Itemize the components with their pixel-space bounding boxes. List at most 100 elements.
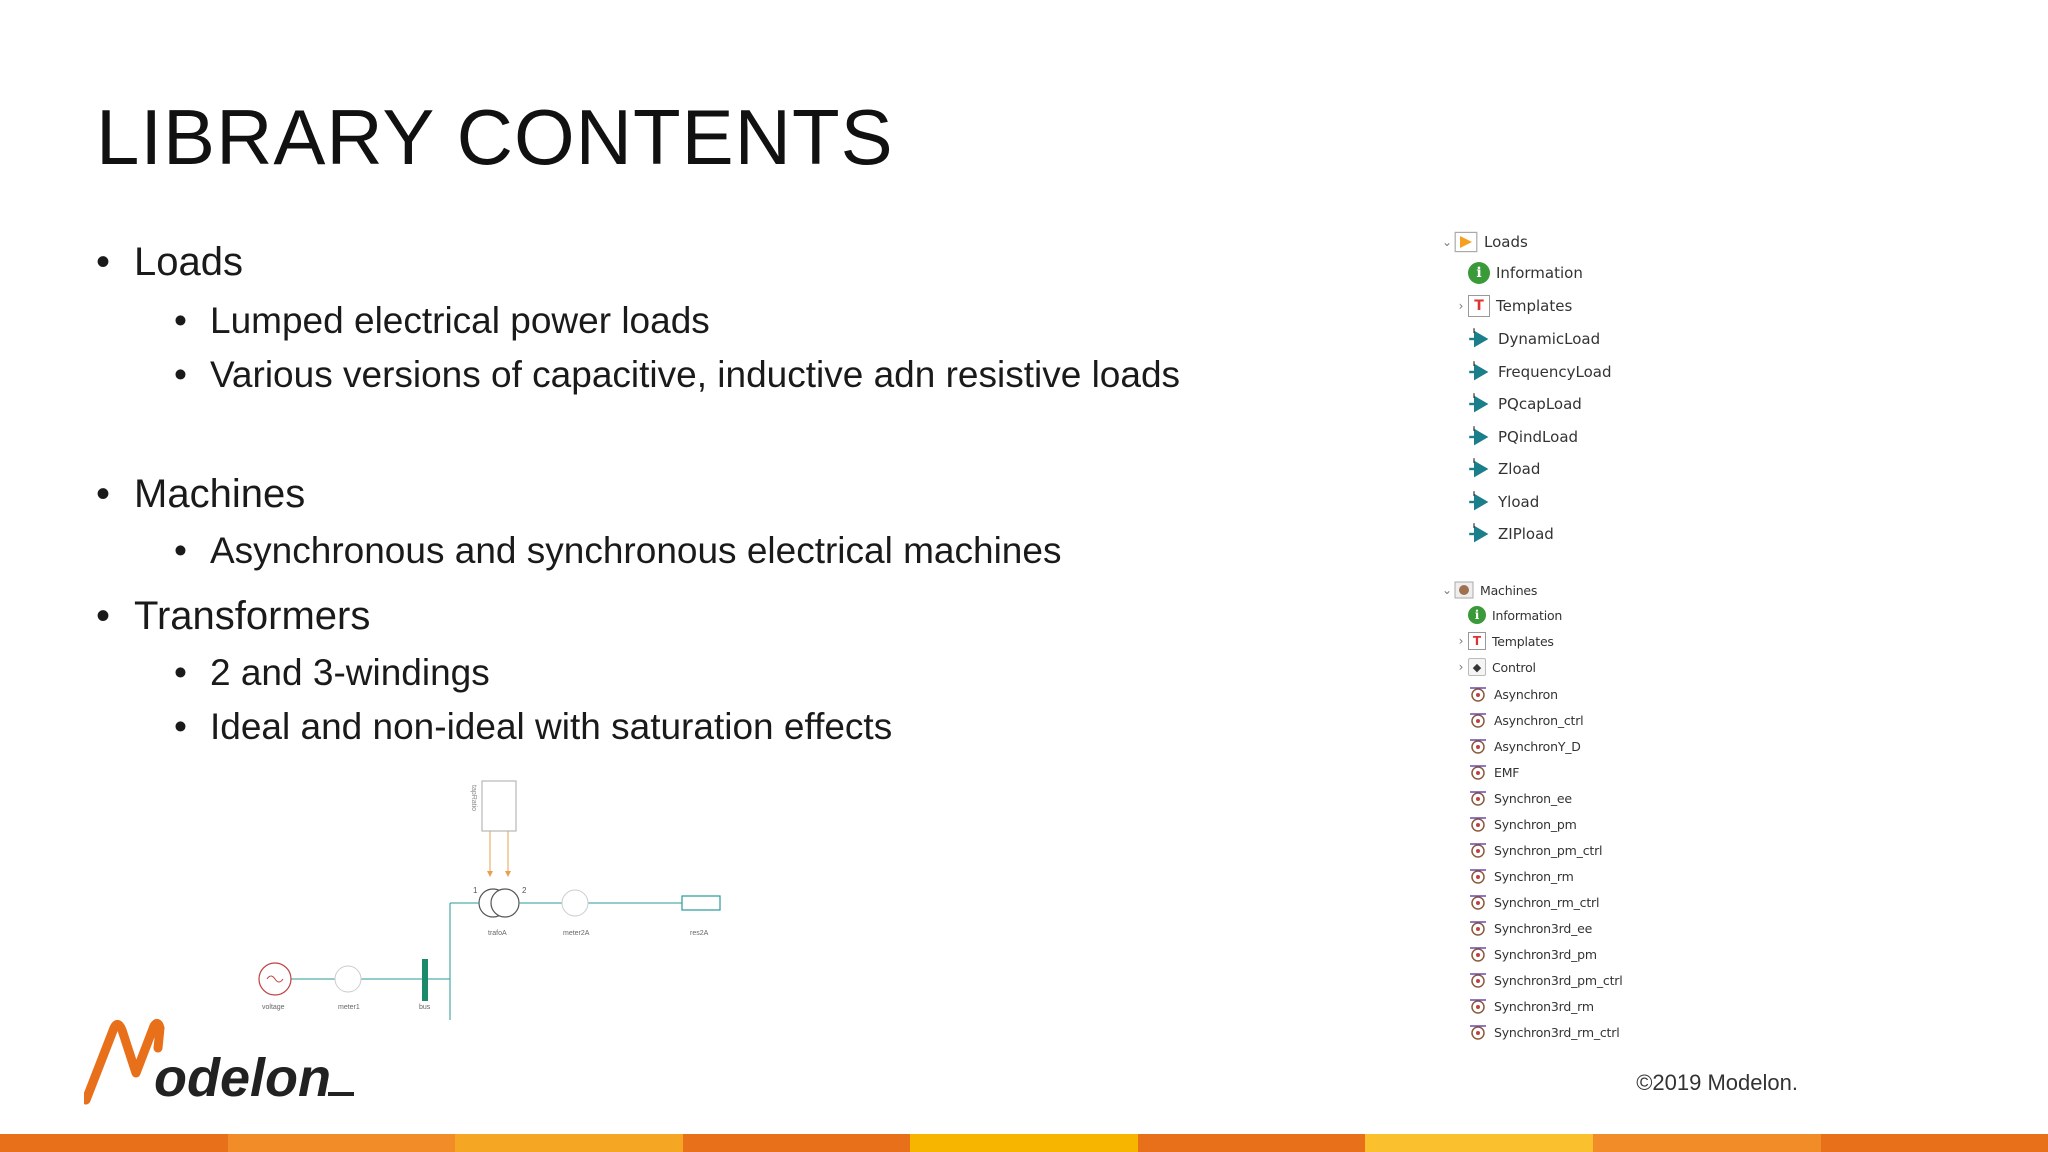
chevron-right-icon[interactable]: › [1458,660,1464,674]
tree-item-label: Templates [1492,633,1554,649]
tree-item-machine[interactable]: Synchron3rd_rm [1454,996,1594,1016]
tree-item-label: EMF [1494,764,1520,780]
sub-bullet: •2 and 3-windings [174,652,490,693]
tree-item-loads[interactable]: ⌄ Loads [1440,230,1528,254]
machine-model-icon [1468,1022,1488,1042]
machine-model-icon [1468,970,1488,990]
slide-title: LIBRARY CONTENTS [96,93,894,181]
sub-bullet: •Various versions of capacitive, inducti… [174,354,1181,395]
tree-item-machine[interactable]: Synchron_ee [1454,788,1572,808]
chevron-right-icon[interactable]: › [1458,298,1464,313]
tree-item-label: Loads [1484,233,1528,251]
machine-model-icon [1468,866,1488,886]
circuit-diagram: tapRatio 1 2 trafoA meter2A res2A voltag… [250,775,730,1025]
transformer-winding-2 [490,888,520,918]
tree-item-label: Synchron3rd_ee [1494,920,1593,936]
control-icon: ◆ [1468,658,1486,676]
tree-item-label: Synchron_rm_ctrl [1494,894,1600,910]
tree-item-machine[interactable]: Synchron_rm_ctrl [1454,892,1599,912]
tree-item-label: Synchron_rm [1494,868,1574,884]
tree-item-machines[interactable]: ⌄ Machines [1440,580,1537,600]
tree-item-machine[interactable]: Synchron3rd_pm_ctrl [1454,970,1623,990]
tree-item-load[interactable]: Zload [1454,457,1540,481]
tree-item-label: Asynchron [1494,686,1558,702]
tree-item-machine[interactable]: Synchron3rd_rm_ctrl [1454,1022,1620,1042]
chevron-right-icon[interactable]: › [1458,634,1464,648]
tree-item-load[interactable]: ZIPload [1454,522,1554,546]
chevron-down-icon[interactable]: ⌄ [1441,583,1453,597]
bullet-transformers: •Transformers [96,594,371,638]
machine-model-icon [1468,788,1488,808]
label-meter2A: meter2A [563,930,590,937]
bus-bar-icon [422,959,428,1001]
tree-item-machine[interactable]: AsynchronY_D [1454,736,1581,756]
tree-item-load[interactable]: DynamicLoad [1454,327,1600,351]
svg-text:1: 1 [473,886,478,895]
tree-item-label: PQindLoad [1498,427,1579,446]
machine-package-icon [1454,580,1474,600]
svg-text:2: 2 [522,886,527,895]
footer-bar-segment [227,1134,456,1152]
copyright-text: ©2019 Modelon. [1636,1070,1798,1095]
tree-item-label: Information [1492,607,1563,623]
tree-item-machine[interactable]: Synchron_pm [1454,814,1577,834]
load-package-icon [1454,230,1478,254]
footer-bar-segment [455,1134,683,1152]
machine-model-icon [1468,814,1488,834]
tree-item-machine[interactable]: Synchron3rd_pm [1454,944,1597,964]
tree-item-machine[interactable]: Asynchron_ctrl [1454,710,1584,730]
chevron-down-icon[interactable]: ⌄ [1441,235,1453,249]
load-model-icon [1468,392,1492,416]
label-bus: bus [419,1004,431,1011]
machine-model-icon [1468,710,1488,730]
tree-item-label: PQcapLoad [1498,395,1582,413]
machine-model-icon [1468,684,1488,704]
tree-item-machine[interactable]: Asynchron [1454,684,1558,704]
machine-model-icon [1468,996,1488,1016]
tree-item-machine[interactable]: i Information [1454,606,1562,624]
tree-item-machine[interactable]: ›◆Control [1454,658,1536,676]
footer-bar-segment [1592,1134,1821,1152]
tree-item-label: Synchron_pm_ctrl [1494,842,1603,858]
tree-item-machine[interactable]: Synchron3rd_ee [1454,918,1592,938]
tree-item-machine[interactable]: EMF [1454,762,1519,782]
tree-item-label: AsynchronY_D [1494,738,1581,754]
info-icon: i [1468,606,1486,624]
machine-model-icon [1468,918,1488,938]
meter2A-icon [561,889,589,917]
load-model-icon [1468,360,1492,384]
tree-item-load[interactable]: FrequencyLoad [1454,360,1611,384]
bullet-loads: •Loads [96,240,243,284]
tree-item-load[interactable]: Yload [1454,490,1539,514]
modelon-logo: odelon [84,1018,354,1108]
tree-item-machine[interactable]: Synchron_pm_ctrl [1454,840,1602,860]
label-res2A: res2A [690,930,709,937]
tree-item-load[interactable]: PQcapLoad [1454,392,1582,416]
tree-item-label: Synchron3rd_pm [1494,946,1597,962]
tree-item-label: Machines [1480,582,1538,598]
load-model-icon [1468,327,1492,351]
label-trafo: trafoA [488,930,507,937]
footer-color-bar [0,1134,2048,1152]
tree-item-label: FrequencyLoad [1498,362,1612,381]
machine-model-icon [1468,762,1488,782]
tree-item-label: Zload [1498,460,1541,478]
tree-item-label: Templates [1496,296,1573,315]
machine-model-icon [1468,736,1488,756]
footer-bar-segment [1365,1134,1593,1152]
sub-bullet: •Asynchronous and synchronous electrical… [174,530,1062,571]
footer-bar-segment [0,1134,228,1152]
footer-bar-segment [1137,1134,1366,1152]
tree-item-label: DynamicLoad [1498,330,1601,348]
svg-text:tapRatio: tapRatio [470,785,477,811]
footer-bar-segment [910,1134,1138,1152]
machine-model-icon [1468,892,1488,912]
sub-bullet: •Lumped electrical power loads [174,300,710,341]
tree-item-machine[interactable]: Synchron_rm [1454,866,1574,886]
tree-item-label: Synchron3rd_pm_ctrl [1494,972,1623,988]
tree-item-label: Yload [1498,492,1540,511]
tree-item-load[interactable]: PQindLoad [1454,425,1578,449]
